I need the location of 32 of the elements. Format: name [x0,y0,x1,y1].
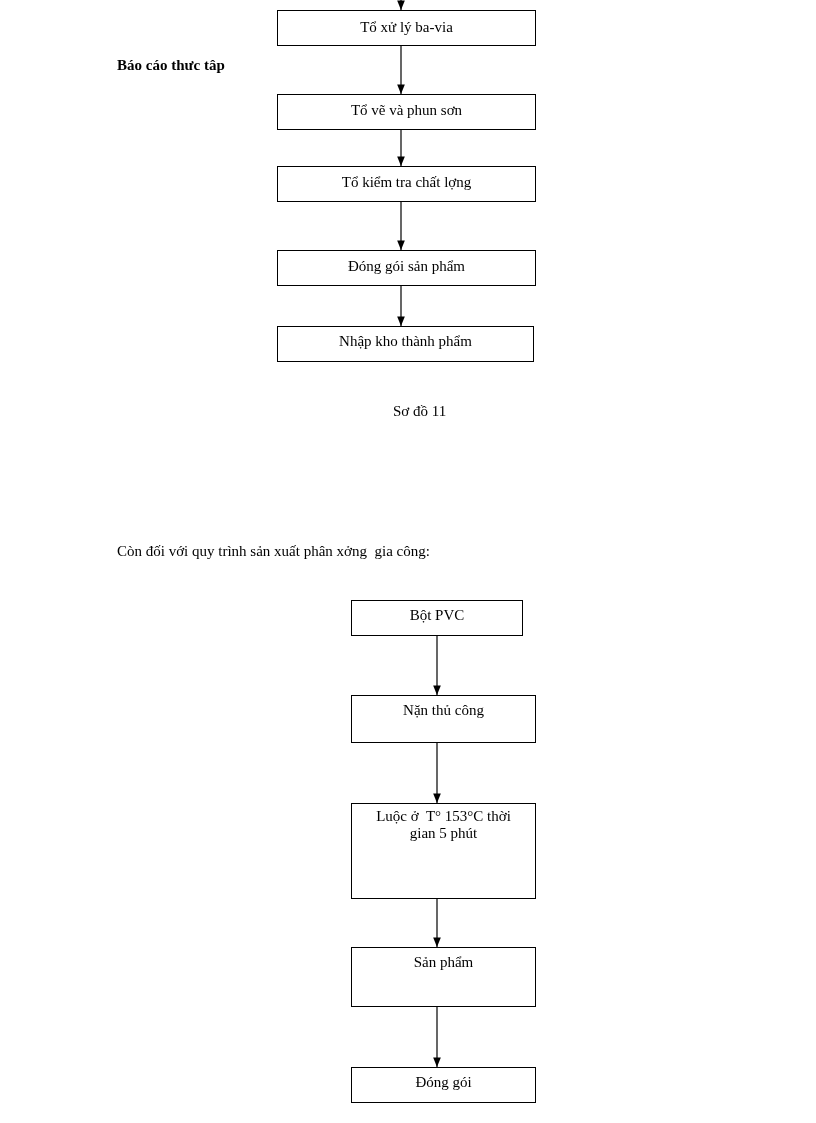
arrow [433,742,441,804]
arrow [397,0,405,11]
paragraph-text: Còn đối với quy trình sản xuất phân xởng gia công: [117,542,430,561]
box-label: Nặn thủ công [402,702,485,719]
arrow [433,635,441,696]
box-label: Đóng gói [414,1074,473,1091]
box-label: Luộc ở T° 153°C thời gian 5 phút [375,808,512,842]
box-label: Nhập kho thành phẩm [338,333,473,350]
box-label: Sản phẩm [412,954,475,971]
process-box [351,600,523,636]
arrow [433,898,441,948]
arrow [433,1006,441,1068]
arrow [397,201,405,251]
arrow [397,285,405,327]
diagram-caption: Sơ đồ 11 [393,402,447,421]
box-label: Đóng gói sản phẩm [346,258,467,275]
box-label: Bột PVC [408,607,466,624]
page-header: Báo cáo thưc tâp [117,56,225,75]
process-box [351,803,536,899]
process-box [277,94,536,130]
process-box [351,947,536,1007]
process-box [351,1067,536,1103]
arrow [397,129,405,167]
box-label: Tổ xử lý ba-via [359,19,454,36]
process-box [277,326,534,362]
arrow [397,45,405,95]
process-box [277,250,536,286]
box-label: Tổ vẽ và phun sơn [349,102,464,119]
process-box [277,10,536,46]
box-label: Tổ kiểm tra chất lợng [340,174,473,191]
process-box [277,166,536,202]
process-box [351,695,536,743]
